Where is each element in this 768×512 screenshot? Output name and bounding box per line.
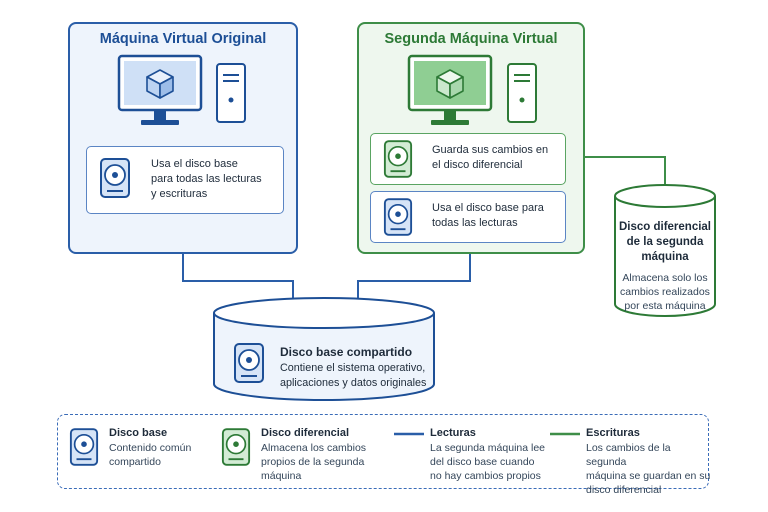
- hard-disk-blue-icon: [383, 198, 413, 236]
- connector-original-to-base: [182, 250, 294, 300]
- legend-writes-desc-line-3: disco diferencial: [586, 483, 662, 496]
- legend-writes-desc-line-1: Los cambios de la segunda: [586, 442, 671, 468]
- second-vm-panel: Segunda Máquina Virtual Guarda sus cambi…: [357, 22, 585, 254]
- writes-line-sample: [550, 432, 580, 436]
- base-disk-title: Disco base compartido: [280, 345, 413, 359]
- legend-writes-desc-line-2: máquina se guardan en su: [586, 469, 711, 482]
- computer-tower-icon: [216, 63, 246, 123]
- legend-base-title: Disco base: [109, 427, 168, 439]
- legend: Disco base Contenido común compartido Di…: [57, 414, 711, 496]
- second-vm-box2-line-1: Usa el disco base para: [432, 202, 544, 214]
- original-vm-box-line-2: para todas las lecturas: [151, 173, 262, 186]
- hard-disk-green-icon: [383, 140, 413, 178]
- second-vm-box1-line-1: Guarda sus cambios en: [432, 144, 549, 156]
- legend-diff-desc-line-3: máquina: [261, 469, 302, 482]
- second-vm-title: Segunda Máquina Virtual: [384, 31, 558, 47]
- base-disk-cylinder: [213, 297, 435, 401]
- differential-disk-text: Disco diferencial de la segunda máquina …: [614, 220, 716, 314]
- hard-disk-green-icon: [221, 428, 251, 466]
- original-vm-info-box: Usa el disco base para todas las lectura…: [86, 146, 284, 214]
- second-vm-reads-box: Usa el disco base para todas las lectura…: [370, 191, 566, 243]
- hard-disk-blue-icon: [234, 343, 264, 383]
- cube-icon: [146, 69, 174, 99]
- legend-writes-title: Escrituras: [586, 427, 640, 439]
- legend-reads-desc-line-3: no hay cambios propios: [430, 469, 541, 482]
- legend-diff-title: Disco diferencial: [261, 427, 350, 439]
- original-vm-panel: Máquina Virtual Original Usa el disco ba…: [68, 22, 298, 254]
- legend-diff-desc-line-2: propios de la segunda: [261, 455, 365, 468]
- legend-reads-desc-line-2: del disco base cuando: [430, 455, 535, 468]
- hard-disk-blue-icon: [100, 158, 130, 198]
- reads-line-sample: [394, 432, 424, 436]
- computer-tower-icon: [507, 63, 537, 123]
- connector-second-to-base: [357, 250, 471, 300]
- legend-base-desc-line-2: compartido: [109, 455, 161, 468]
- base-disk-desc-line-2: aplicaciones y datos originales: [280, 376, 427, 389]
- diff-disk-desc-line-3: por esta máquina: [624, 300, 706, 313]
- original-vm-box-line-1: Usa el disco base: [151, 158, 238, 170]
- hard-disk-blue-icon: [69, 428, 99, 466]
- second-vm-box2-line-2: todas las lecturas: [432, 217, 518, 230]
- diff-disk-title-line-3: máquina: [641, 250, 689, 263]
- original-vm-box-line-3: y escrituras: [151, 188, 208, 201]
- legend-reads-desc-line-1: La segunda máquina lee: [430, 442, 546, 454]
- original-vm-title: Máquina Virtual Original: [99, 31, 267, 47]
- legend-reads-title: Lecturas: [430, 427, 476, 439]
- diff-disk-desc-line-1: Almacena solo los: [622, 271, 708, 284]
- differential-disk-cylinder: [614, 184, 716, 317]
- base-disk-text: Disco base compartido Contiene el sistem…: [280, 345, 426, 390]
- diff-disk-title-line-1: Disco diferencial: [618, 221, 712, 233]
- cube-icon: [436, 69, 464, 99]
- legend-base-desc-line-1: Contenido común: [109, 442, 192, 454]
- second-vm-box1-line-2: el disco diferencial: [432, 159, 523, 172]
- second-vm-writes-box: Guarda sus cambios en el disco diferenci…: [370, 133, 566, 185]
- connector-second-to-diff: [566, 156, 666, 196]
- legend-diff-desc-line-1: Almacena los cambios: [261, 442, 367, 454]
- base-disk-desc-line-1: Contiene el sistema operativo,: [280, 362, 426, 374]
- diff-disk-desc-line-2: cambios realizados: [620, 286, 710, 299]
- diff-disk-title-line-2: de la segunda: [626, 235, 704, 248]
